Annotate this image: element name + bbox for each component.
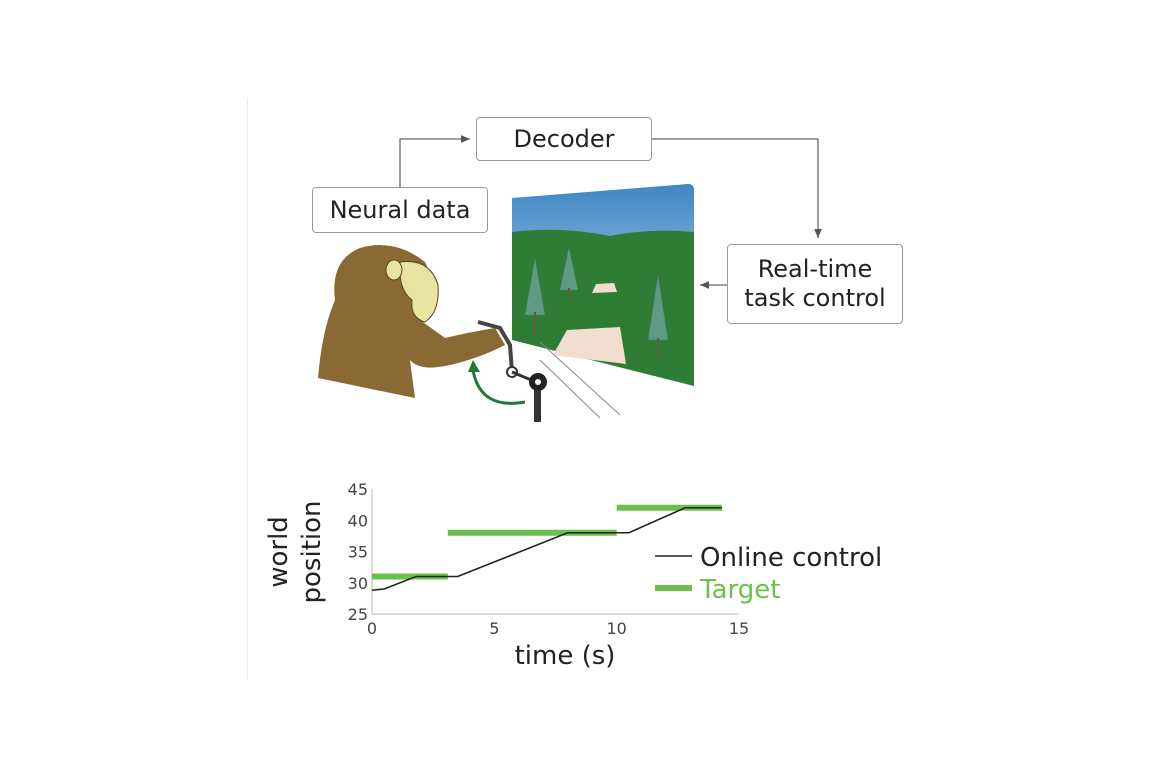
decoder-box: Decoder	[476, 117, 652, 161]
online-control-line	[371, 506, 722, 592]
task-control-box: Real-time task control	[727, 244, 903, 324]
decoder-label: Decoder	[513, 124, 615, 153]
x-tick-label: 15	[729, 619, 749, 638]
legend: Online control Target	[655, 543, 882, 605]
x-tick-label: 10	[606, 619, 626, 638]
position-chart: 25 30 35 40 45 0 5 10 15 time (s) world position…	[264, 480, 882, 671]
target-patch-far	[592, 283, 617, 293]
neural-data-label: Neural data	[329, 195, 471, 224]
y-axis-label-line2: position	[297, 501, 327, 604]
rotation-arrow-icon	[471, 369, 526, 405]
y-tick-label: 30	[348, 574, 368, 593]
x-tick-label: 5	[489, 619, 499, 638]
arrow-neural-to-decoder	[399, 135, 470, 187]
y-tick-label: 40	[348, 511, 368, 530]
task-control-label-line2: task control	[744, 284, 886, 312]
arrow-decoder-to-control	[652, 138, 822, 238]
y-tick-label: 35	[348, 543, 368, 562]
y-tick-label: 45	[348, 480, 368, 499]
neural-data-box: Neural data	[312, 187, 488, 233]
monkey-illustration	[318, 245, 505, 398]
y-tick-label: 25	[348, 605, 368, 624]
task-control-label-line1: Real-time	[757, 255, 873, 283]
joystick[interactable]	[477, 320, 547, 422]
legend-label-online: Online control	[700, 543, 882, 573]
legend-label-target: Target	[699, 575, 780, 605]
x-axis-label: time (s)	[515, 641, 616, 671]
virtual-screen	[512, 184, 694, 386]
target-patch-near	[553, 327, 626, 364]
x-tick-label: 0	[367, 619, 377, 638]
y-axis-label-line1: world	[264, 516, 294, 588]
